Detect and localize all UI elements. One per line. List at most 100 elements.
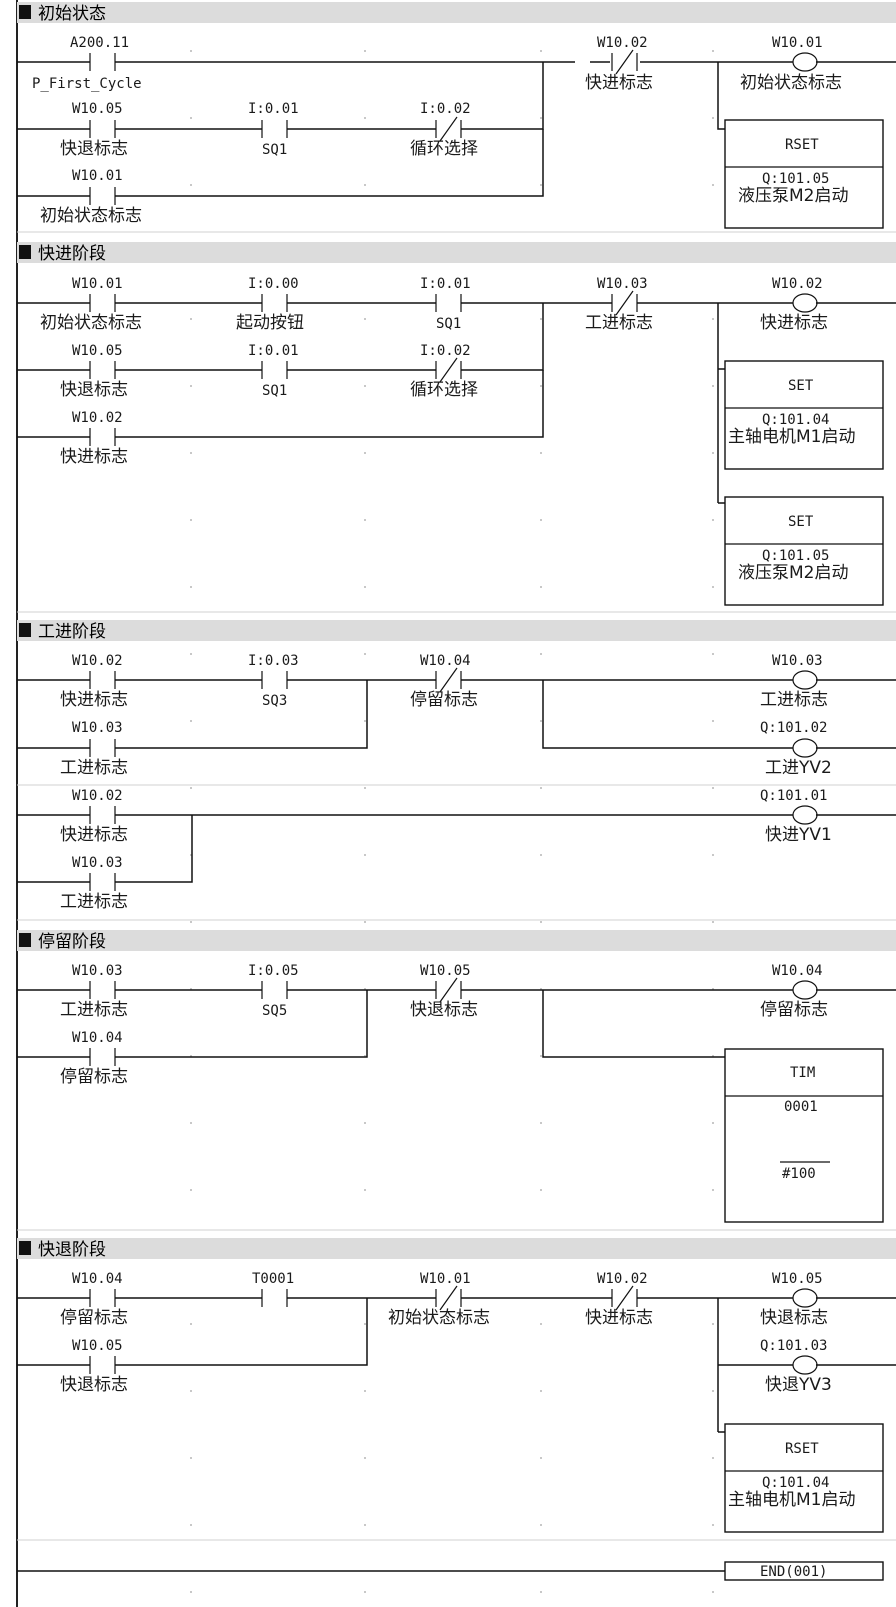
grid-dot [712,1055,714,1057]
section-header[interactable]: 工进阶段 [17,620,896,642]
contact-no[interactable]: I:0.01 SQ1 [420,276,471,332]
coil-address: W10.04 [772,963,823,979]
rung-dwell[interactable] [17,989,896,1058]
grid-dot [364,787,366,789]
section-title: 初始状态 [38,4,106,24]
contact-no[interactable]: W10.03 工进标志 [60,963,128,1020]
block-comment: 液压泵M2启动 [738,186,848,206]
function-block[interactable]: SET Q:101.05 液压泵M2启动 [724,496,884,606]
output-coil[interactable]: W10.04 停留标志 [760,963,828,1020]
grid-dot [364,117,366,119]
section-title: 停留阶段 [38,932,106,952]
coil-comment: 工进YV2 [765,758,832,778]
contact-comment: SQ1 [436,316,461,332]
contact-nc[interactable]: I:0.02 循环选择 [410,343,478,400]
grid-dot [712,452,714,454]
grid-dot [364,452,366,454]
grid-dot [540,50,542,52]
rung-end[interactable]: END(001) [17,1561,884,1581]
section-header[interactable]: 快进阶段 [17,242,896,264]
contact-address: I:0.00 [248,276,299,292]
grid-dot [712,50,714,52]
contact-comment: 快退标志 [60,1375,128,1395]
contact-address: I:0.02 [420,101,471,117]
contact-address: W10.04 [420,653,471,669]
function-block[interactable]: RSET Q:101.05 液压泵M2启动 [724,119,884,229]
section-marker-icon [19,5,31,19]
coil-address: W10.01 [772,35,823,51]
grid-dot [712,586,714,588]
contact-address: I:0.01 [248,343,299,359]
grid-dot [712,385,714,387]
contact-nc[interactable]: W10.04 停留标志 [410,653,478,710]
contact-no[interactable]: W10.05 快退标志 [60,1338,128,1395]
contact-comment: 快进标志 [60,825,128,845]
function-block[interactable]: SET Q:101.04 主轴电机M1启动 [724,360,884,470]
contact-comment: 停留标志 [60,1308,128,1328]
rung-fast-return[interactable] [17,1297,896,1433]
contact-no[interactable]: I:0.00 起动按钮 [236,276,304,333]
contact-no[interactable]: W10.01 初始状态标志 [40,276,142,333]
contact-address: W10.02 [597,1271,648,1287]
contact-nc[interactable]: W10.01 初始状态标志 [388,1271,490,1328]
block-instruction: RSET [785,137,819,153]
rung-fast-forward[interactable] [17,302,896,503]
contact-no[interactable]: W10.02 快进标志 [60,653,128,710]
contact-no[interactable]: W10.04 停留标志 [60,1030,128,1087]
contact-no[interactable]: A200.11 P_First_Cycle [32,35,142,92]
contact-no[interactable]: T0001 [252,1271,294,1307]
contact-nc[interactable]: W10.02 快进标志 [585,35,653,93]
output-coil[interactable]: Q:101.02 工进YV2 [760,720,832,778]
contact-nc[interactable]: W10.05 快退标志 [410,963,478,1020]
grid-dot [364,1591,366,1593]
output-coil[interactable]: W10.05 快退标志 [760,1271,828,1328]
grid-dot [364,1122,366,1124]
contact-no[interactable]: W10.03 工进标志 [60,855,128,912]
contact-no[interactable]: I:0.01 SQ1 [248,101,299,158]
grid-dot [190,50,192,52]
grid-dot [540,519,542,521]
grid-dot [712,1390,714,1392]
contact-nc[interactable]: W10.03 工进标志 [585,276,653,333]
contact-no[interactable]: I:0.01 SQ1 [248,343,299,399]
contact-no[interactable]: W10.01 初始状态标志 [40,168,142,226]
section-marker-icon [19,1241,31,1255]
function-block[interactable]: RSET Q:101.04 主轴电机M1启动 [724,1423,884,1533]
rung-work-feed[interactable] [17,679,896,749]
contact-no[interactable]: W10.02 快进标志 [60,788,128,845]
contact-comment: SQ3 [262,693,287,709]
section-header[interactable]: 停留阶段 [17,930,896,952]
contact-no[interactable]: W10.02 快进标志 [60,410,128,467]
timer-block[interactable]: TIM 0001 #100 [724,1048,884,1223]
rung-fast-valve[interactable] [17,814,896,883]
grid-dot [190,452,192,454]
grid-dot [540,653,542,655]
output-coil[interactable]: Q:101.01 快进YV1 [760,788,832,845]
grid-dot [190,1591,192,1593]
contact-no[interactable]: W10.05 快退标志 [60,101,128,159]
grid-dot [364,184,366,186]
contact-nc[interactable]: W10.02 快进标志 [585,1271,653,1328]
contact-address: W10.04 [72,1030,123,1046]
grid-dot [712,720,714,722]
output-coil[interactable]: W10.01 初始状态标志 [740,35,842,93]
output-coil[interactable]: W10.03 工进标志 [760,653,828,710]
rung-initial[interactable] [17,61,896,197]
grid-dot [364,1390,366,1392]
section-header[interactable]: 快退阶段 [17,1238,896,1260]
contact-no[interactable]: W10.05 快退标志 [60,343,128,400]
coil-comment: 停留标志 [760,1000,828,1020]
contact-no[interactable]: W10.03 工进标志 [60,720,128,778]
grid-dot [190,117,192,119]
grid-dot [712,1457,714,1459]
output-coil[interactable]: Q:101.03 快退YV3 [760,1338,832,1395]
contact-no[interactable]: I:0.03 SQ3 [248,653,299,709]
contact-no[interactable]: I:0.05 SQ5 [248,963,299,1019]
output-coil[interactable]: W10.02 快进标志 [760,276,828,333]
grid-dot [540,720,542,722]
section-header[interactable]: 初始状态 [17,2,896,24]
contact-no[interactable]: W10.04 停留标志 [60,1271,128,1328]
contact-nc[interactable]: I:0.02 循环选择 [410,101,478,159]
